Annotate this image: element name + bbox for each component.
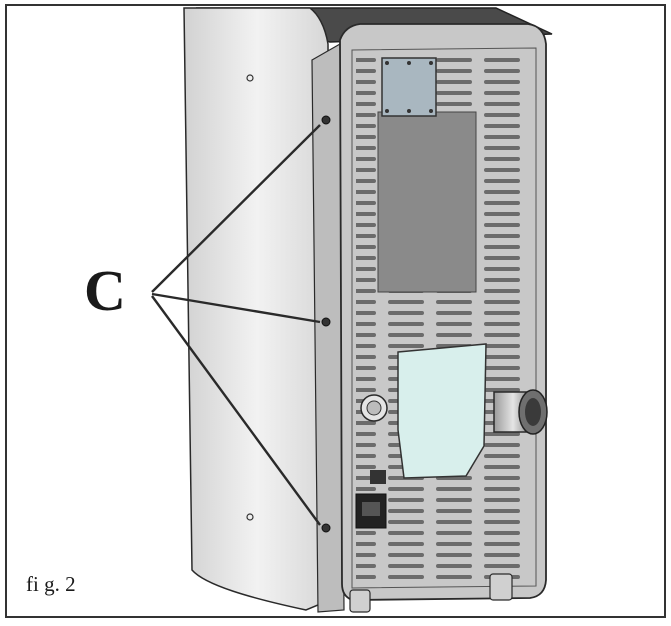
callout-line-bottom — [151, 295, 321, 526]
back-panel-inner-border — [351, 47, 537, 589]
air-intake-hole — [366, 400, 382, 416]
plate-screw — [407, 61, 411, 65]
power-socket-inlet — [362, 502, 380, 516]
flue-outlet-inner — [525, 398, 541, 426]
fixing-screw-c3 — [321, 523, 331, 533]
side-screw-bottom — [246, 513, 254, 521]
callout-label-c: C — [84, 258, 126, 323]
plate-screw — [429, 61, 433, 65]
stove-foot-right — [489, 573, 513, 601]
callout-line-top — [151, 124, 321, 293]
switch-block — [370, 470, 386, 484]
plate-screw — [385, 109, 389, 113]
figure-frame — [5, 4, 666, 618]
figure-caption: fi g. 2 — [26, 572, 76, 596]
lower-cover-plate — [397, 343, 487, 479]
plate-screw — [385, 61, 389, 65]
back-inner-panel — [377, 111, 477, 293]
plate-screw — [429, 109, 433, 113]
fixing-screw-c2 — [321, 317, 331, 327]
side-edge-strip — [311, 42, 345, 613]
side-screw-top — [246, 74, 254, 82]
plate-screw — [407, 109, 411, 113]
stove-side-panel — [183, 7, 331, 611]
fixing-screw-c1 — [321, 115, 331, 125]
inspection-plate — [381, 57, 437, 117]
stove-foot-left — [349, 589, 371, 613]
callout-line-middle — [151, 292, 321, 324]
